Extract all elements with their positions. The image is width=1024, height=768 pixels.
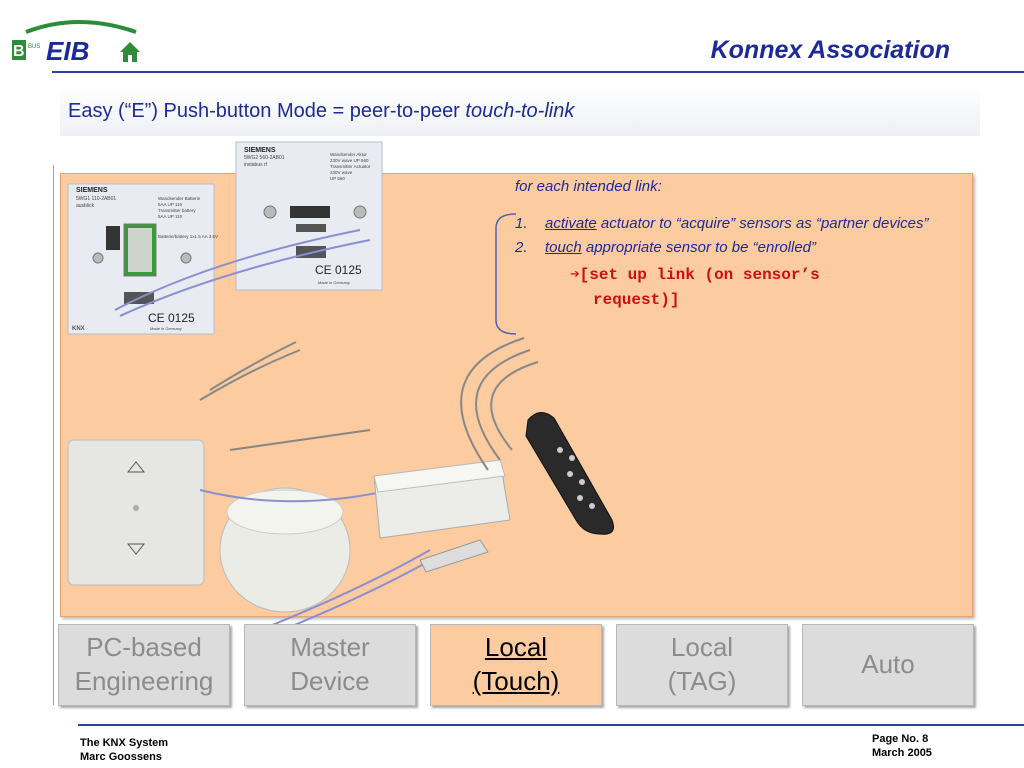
svg-text:instabus rf: instabus rf [244,162,268,168]
svg-text:Made in Germany: Made in Germany [318,280,350,285]
svg-text:SIEMENS: SIEMENS [76,187,108,194]
svg-text:230V wave: 230V wave [330,170,353,175]
slide-title-italic: touch-to-link [465,100,575,122]
instructions-intro: for each intended link: [515,178,662,195]
step-1-keyword: activate [545,215,597,233]
result-line-1: [set up link (on sensor’s [579,265,820,284]
svg-text:BUS: BUS [28,44,40,50]
smoke-detector [219,487,351,613]
actuator-box [373,459,511,539]
svg-text:CE 0125: CE 0125 [315,263,362,277]
slide-title: Easy (“E”) Push-button Mode = peer-to-pe… [68,100,574,123]
svg-text:Batterie/battery 1x1.5 AA 3.6V: Batterie/battery 1x1.5 AA 3.6V [158,234,218,239]
svg-text:B: B [13,43,25,60]
tab-local-tag[interactable]: Local (TAG) [616,624,788,706]
svg-text:5WG1 110-2AB01: 5WG1 110-2AB01 [76,196,116,202]
svg-text:5AA UP 110: 5AA UP 110 [158,214,183,219]
svg-text:Wandsender Aktor: Wandsender Aktor [330,152,367,157]
footer-divider [78,724,1024,726]
header-divider [52,71,1024,73]
tab-local-touch[interactable]: Local (Touch) [430,624,602,706]
mode-tabs: PC-based Engineering Master Device Local… [58,624,976,708]
title-band [60,86,980,136]
result-line-2: request)] [593,290,680,309]
svg-text:Wandsender Batterie: Wandsender Batterie [158,196,201,201]
svg-text:UP 560: UP 560 [330,176,345,181]
eib-logo: B BUS EIB [8,18,148,68]
footer-system: The KNX System [80,737,169,749]
svg-text:5AA UP 110: 5AA UP 110 [158,202,183,207]
bracket-decoration [495,213,517,335]
svg-text:Transmitter battery: Transmitter battery [158,208,196,213]
arrow-icon: ➔ [570,265,580,284]
svg-text:ausblick: ausblick [76,203,95,209]
result-text: ➔[set up link (on sensor’s request)] [515,263,955,313]
svg-text:230V wave UP 560: 230V wave UP 560 [330,158,369,163]
transmitter-module-left: SIEMENS 5WG1 110-2AB01 ausblick Wandsend… [67,183,218,335]
step-1: 1. activate actuator to “acquire” sensor… [515,212,955,235]
house-icon [120,42,140,62]
tab-master-device[interactable]: Master Device [244,624,416,706]
org-title: Konnex Association [710,36,950,64]
footer-page: Page No. 8 [872,733,929,745]
slide-title-plain: Easy (“E”) Push-button Mode = peer-to-pe… [68,100,466,122]
instructions: for each intended link: 1. activate actu… [515,175,955,312]
tab-pc-based-engineering[interactable]: PC-based Engineering [58,624,230,706]
push-button-switch [67,439,205,586]
left-divider [53,165,54,705]
svg-text:KNX: KNX [72,326,85,332]
svg-text:SIEMENS: SIEMENS [244,147,276,154]
transmitter-module-right: SIEMENS 5WG2 560-2AB01 instabus rf Wands… [235,141,383,291]
step-1-text: actuator to “acquire” sensors as “partne… [596,215,929,233]
step-2: 2. touch appropriate sensor to be “enrol… [515,236,955,259]
step-2-keyword: touch [545,238,582,256]
footer-right: Page No. 8 March 2005 [872,732,932,761]
svg-text:Transmitter Actuator: Transmitter Actuator [330,164,371,169]
svg-text:CE 0125: CE 0125 [148,311,195,325]
step-2-text: appropriate sensor to be “enrolled” [581,238,817,256]
step-2-number: 2. [515,238,528,256]
step-1-number: 1. [515,215,528,233]
tab-auto[interactable]: Auto [802,624,974,706]
footer-left: The KNX System Marc Goossens [80,736,168,765]
remote-control [525,412,614,535]
footer-date: March 2005 [872,747,932,760]
svg-text:Made in Germany: Made in Germany [150,326,182,331]
device-illustration: SIEMENS 5WG1 110-2AB01 ausblick Wandsend… [67,141,614,636]
svg-text:5WG2 560-2AB01: 5WG2 560-2AB01 [244,155,285,161]
footer-author: Marc Goossens [80,751,162,764]
svg-text:EIB: EIB [46,36,89,66]
